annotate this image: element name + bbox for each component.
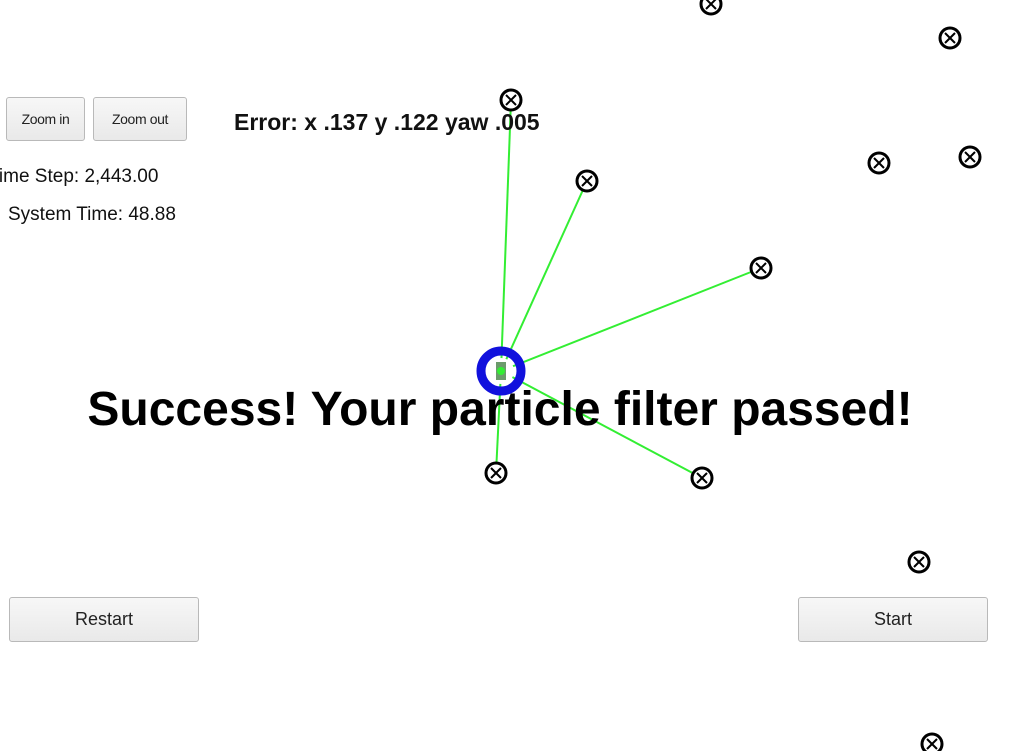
landmark-icon	[501, 90, 521, 110]
error-readout: Error: x .137 y .122 yaw .005	[234, 109, 540, 136]
landmark-icon	[909, 552, 929, 572]
zoom-in-button[interactable]: Zoom in	[6, 97, 85, 141]
time-step-label: Time Step: 2,443.00	[0, 166, 158, 188]
system-time-label: System Time: 48.88	[8, 204, 176, 226]
landmark-icon	[751, 258, 771, 278]
landmark-icon	[922, 734, 942, 751]
zoom-out-button[interactable]: Zoom out	[93, 97, 187, 141]
landmark-icon	[960, 147, 980, 167]
landmark-icon	[577, 171, 597, 191]
landmark-icon	[869, 153, 889, 173]
restart-button[interactable]: Restart	[9, 597, 199, 642]
landmark-icon	[940, 28, 960, 48]
observation-line	[501, 100, 511, 371]
success-banner: Success! Your particle filter passed!	[0, 382, 1000, 437]
landmark-icon	[701, 0, 721, 14]
landmark-icon	[486, 463, 506, 483]
landmark-icon	[692, 468, 712, 488]
start-button[interactable]: Start	[798, 597, 988, 642]
